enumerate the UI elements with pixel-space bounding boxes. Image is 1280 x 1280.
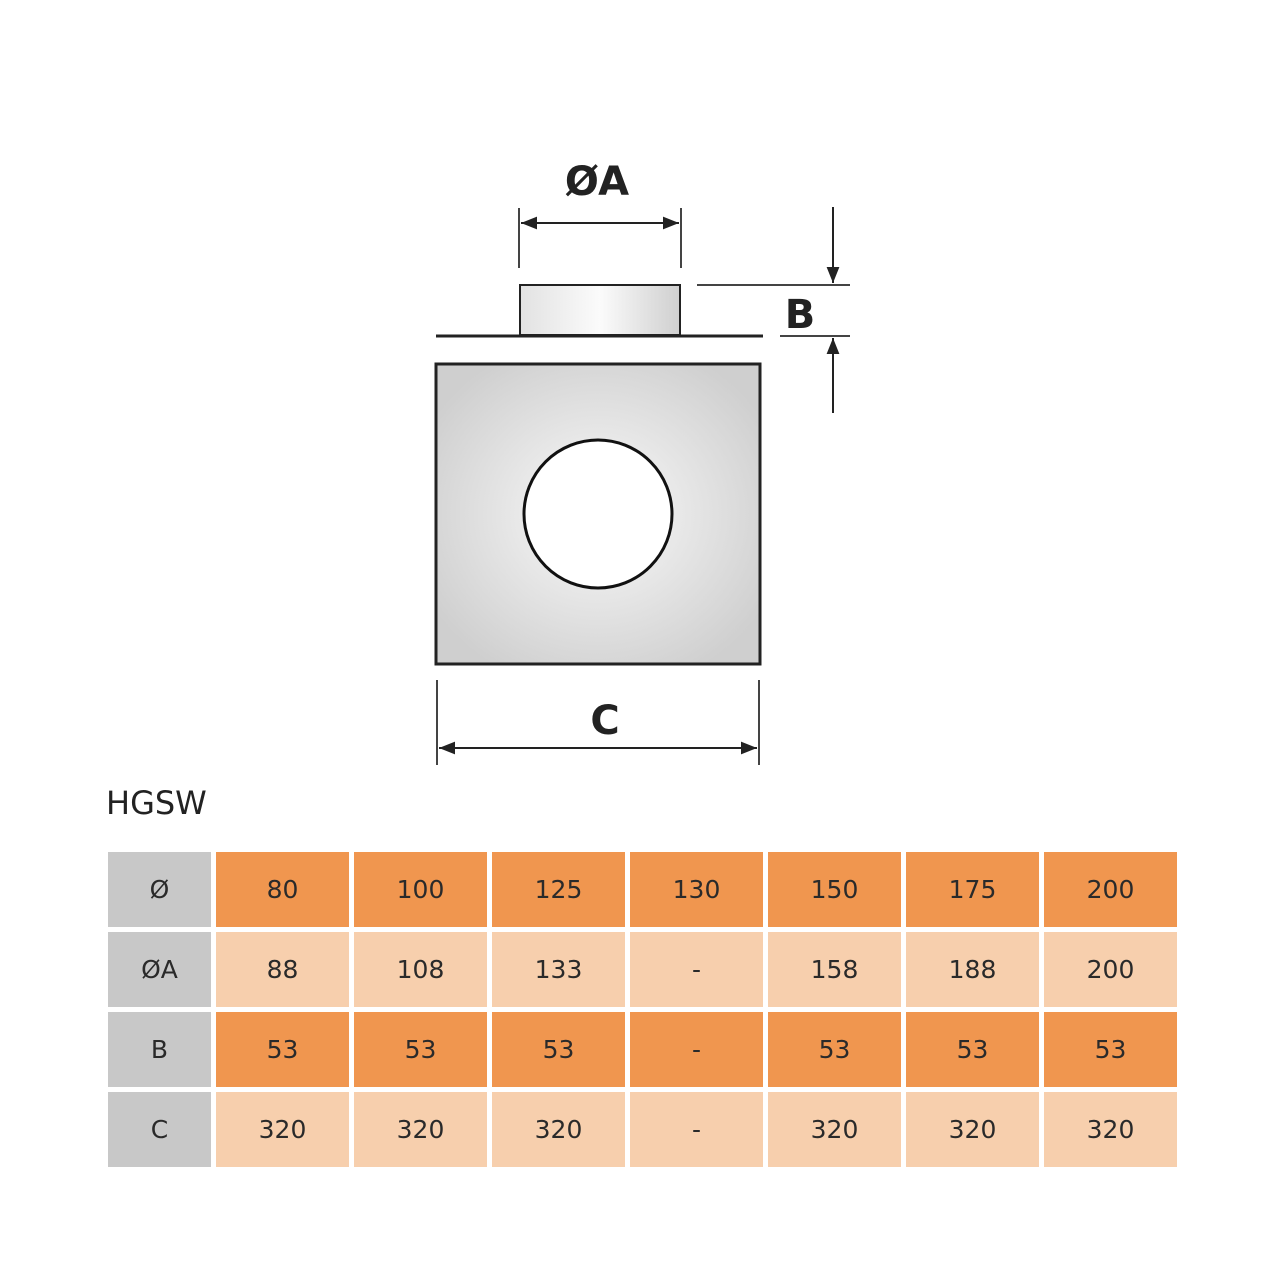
dimension-a: ØA — [518, 159, 682, 268]
collar — [436, 284, 763, 338]
table-cell: - — [630, 1092, 763, 1167]
table-cell: 200 — [1044, 852, 1177, 927]
table-cell: 200 — [1044, 932, 1177, 1007]
table-cell: 53 — [906, 1012, 1039, 1087]
table-cell: 133 — [492, 932, 625, 1007]
table-cell: 150 — [768, 852, 901, 927]
table-cell: 53 — [216, 1012, 349, 1087]
table-cell: 53 — [768, 1012, 901, 1087]
table-cell: 320 — [768, 1092, 901, 1167]
table-cell: 88 — [216, 932, 349, 1007]
table-cell: 53 — [1044, 1012, 1177, 1087]
label-b: B — [785, 292, 816, 338]
table-cell: 175 — [906, 852, 1039, 927]
pipe-hole — [522, 438, 674, 590]
label-a: ØA — [565, 159, 629, 205]
table-cell: 320 — [354, 1092, 487, 1167]
table-cell: 108 — [354, 932, 487, 1007]
plate — [434, 362, 762, 666]
table-cell: 130 — [630, 852, 763, 927]
table-cell: - — [630, 932, 763, 1007]
table-title: HGSW — [106, 784, 207, 822]
table-cell: 320 — [216, 1092, 349, 1167]
dimension-c: C — [436, 680, 760, 765]
row-header: B — [108, 1012, 211, 1087]
row-header: C — [108, 1092, 211, 1167]
label-c: C — [590, 698, 619, 744]
row-header: ØA — [108, 932, 211, 1007]
table-cell: 320 — [492, 1092, 625, 1167]
technical-drawing: ØA B C — [434, 159, 850, 765]
table-cell: 158 — [768, 932, 901, 1007]
table-cell: 53 — [492, 1012, 625, 1087]
table-cell: 125 — [492, 852, 625, 927]
table-cell: 188 — [906, 932, 1039, 1007]
table-cell: 100 — [354, 852, 487, 927]
table-cell: 320 — [906, 1092, 1039, 1167]
table-cell: 80 — [216, 852, 349, 927]
row-header: Ø — [108, 852, 211, 927]
table-cell: 320 — [1044, 1092, 1177, 1167]
dimension-b: B — [697, 207, 850, 413]
table-cell: 53 — [354, 1012, 487, 1087]
table-cell: - — [630, 1012, 763, 1087]
